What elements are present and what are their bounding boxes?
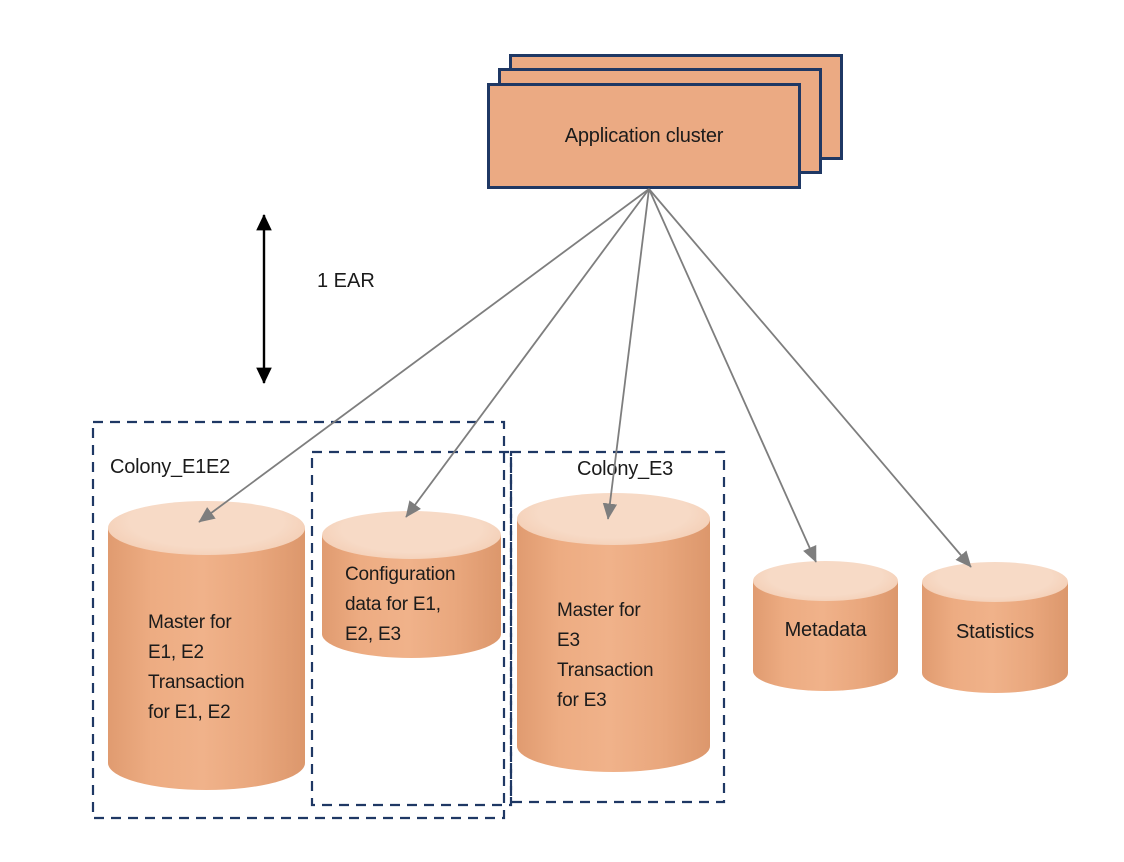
- cylinder-top-ellipse: [108, 501, 305, 555]
- colony-e3-label: Colony_E3: [577, 458, 674, 480]
- db-cylinder-master-e1e2: Master for E1, E2 Transaction for E1, E2: [108, 501, 305, 790]
- app-cluster-box: Application cluster: [487, 83, 801, 189]
- db-cylinder-master-e3: Master for E3 Transaction for E3: [517, 493, 710, 772]
- db-label-config-data: Configuration data for E1, E2, E3: [345, 564, 456, 645]
- cylinder-top-ellipse: [922, 562, 1068, 602]
- db-cylinder-metadata: Metadata: [753, 561, 898, 691]
- cylinder-top-ellipse: [322, 511, 501, 559]
- app-cluster-label: Application cluster: [564, 124, 724, 147]
- colony-e1e2-label: Colony_E1E2: [110, 456, 231, 478]
- db-label-statistics: Statistics: [955, 621, 1035, 643]
- db-label-master-e3: Master for E3 Transaction for E3: [557, 600, 654, 711]
- db-cylinder-statistics: Statistics: [922, 562, 1068, 693]
- db-label-master-e1e2: Master for E1, E2 Transaction for E1, E2: [148, 612, 245, 723]
- cylinder-top-ellipse: [517, 493, 710, 545]
- cylinder-top-ellipse: [753, 561, 898, 601]
- db-label-metadata: Metadata: [784, 619, 867, 641]
- ear-label: 1 EAR: [317, 270, 375, 292]
- db-cylinder-config-data: Configuration data for E1, E2, E3: [322, 511, 501, 658]
